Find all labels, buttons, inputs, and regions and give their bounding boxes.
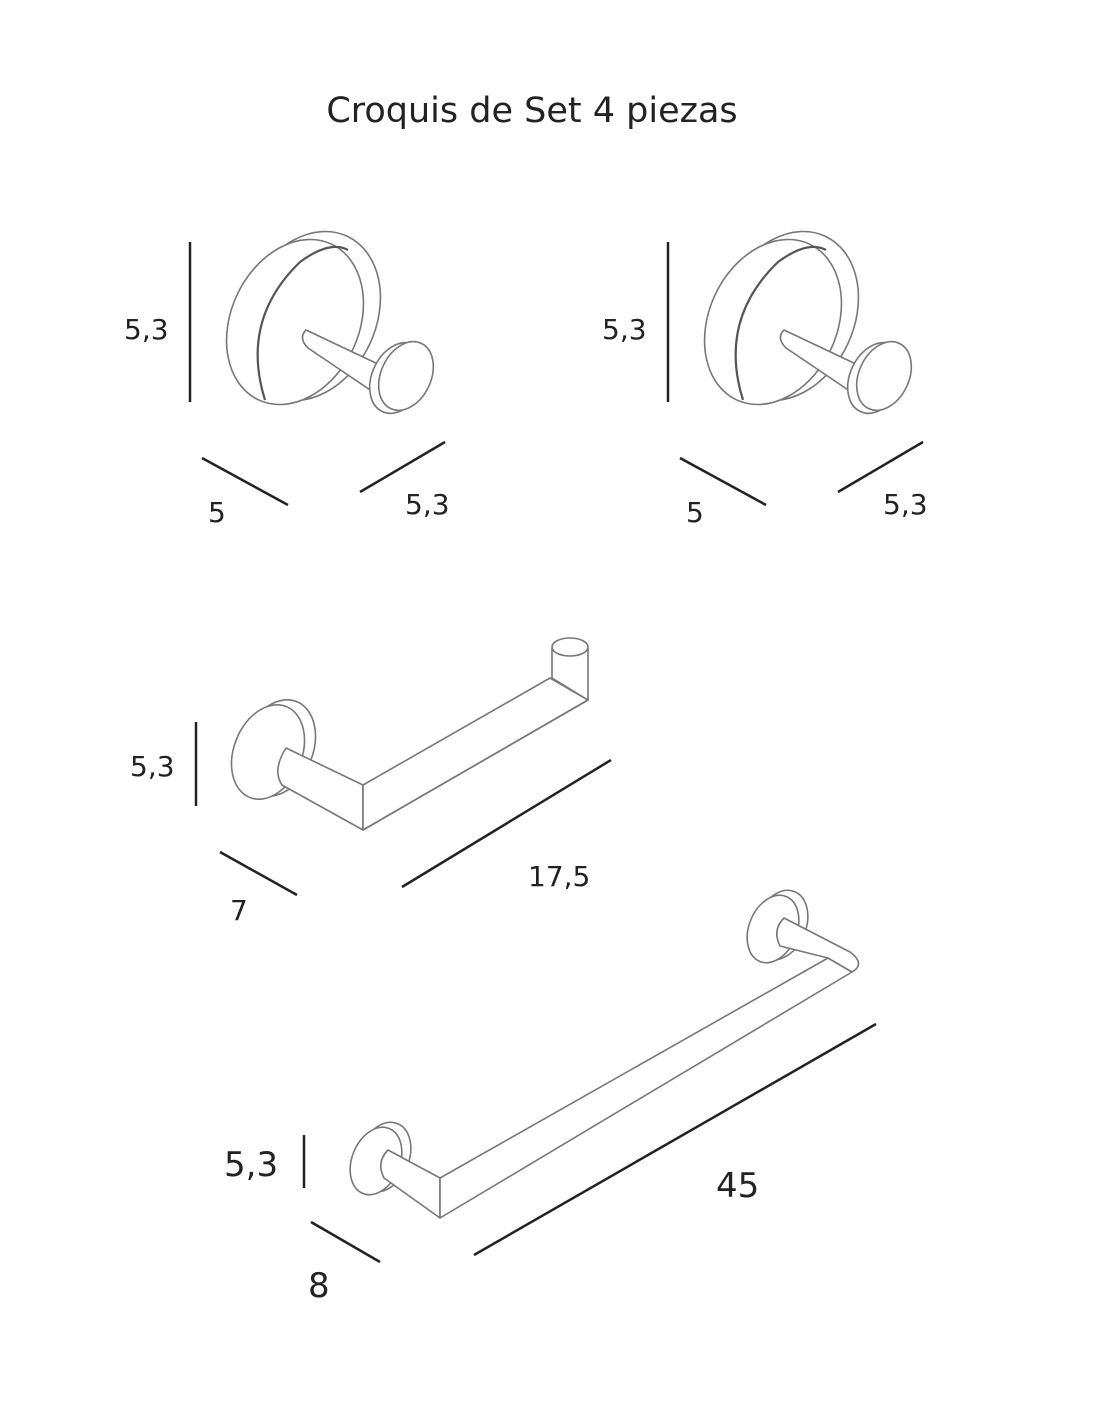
depth-dimension-line: [359, 440, 446, 494]
robe-hook-1: 5,3 5 5,3: [124, 230, 450, 529]
height-label: 5,3: [602, 313, 647, 346]
depth-dimension-line: [837, 440, 924, 494]
towel-bar: 5,3 8 45: [224, 889, 877, 1306]
width-label: 5: [686, 496, 704, 529]
height-label: 5,3: [130, 750, 175, 783]
depth-label: 7: [230, 894, 248, 927]
paper-holder-drawing: [230, 637, 589, 831]
length-label: 45: [716, 1166, 759, 1206]
sketch-title: Croquis de Set 4 piezas: [326, 91, 737, 131]
paper-holder: 5,3 7 17,5: [130, 637, 612, 927]
hook-drawing: [225, 230, 435, 415]
length-dimension-line: [473, 1022, 877, 1257]
hook-drawing: [703, 230, 913, 415]
length-dimension-line: [401, 758, 612, 889]
robe-hook-2: 5,3 5 5,3: [602, 230, 928, 529]
depth-label: 5,3: [883, 488, 928, 521]
height-label: 5,3: [124, 313, 169, 346]
depth-dimension-line: [219, 850, 298, 897]
width-label: 5: [208, 496, 226, 529]
width-dimension-line: [679, 456, 767, 507]
depth-label: 8: [308, 1266, 330, 1306]
width-dimension-line: [201, 456, 289, 507]
depth-dimension-line: [310, 1220, 381, 1264]
towel-bar-drawing: [349, 889, 860, 1219]
height-label: 5,3: [224, 1145, 278, 1185]
depth-label: 5,3: [405, 488, 450, 521]
length-label: 17,5: [528, 860, 590, 893]
